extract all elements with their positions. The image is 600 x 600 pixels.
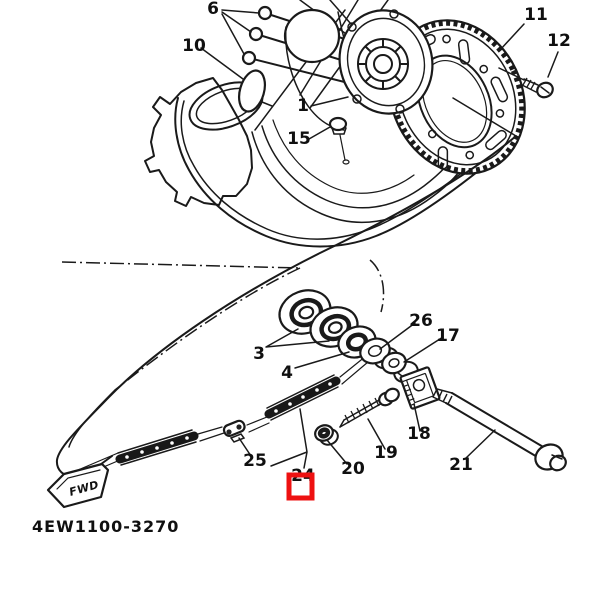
spoke-nipple (257, 5, 273, 21)
part-label-10: 10 (182, 36, 206, 56)
part-label-3: 3 (253, 344, 265, 364)
part-label-1: 1 (297, 96, 309, 116)
tire-cut-face (144, 77, 253, 207)
part-label-6: 6 (207, 0, 219, 19)
sprocket-screw-drawing (521, 77, 554, 99)
part-label-11: 11 (524, 5, 548, 25)
leader-lines (200, 9, 559, 469)
master-link-drawing (222, 419, 246, 443)
part-label-21: 21 (449, 455, 473, 475)
rim-lock-drawing (328, 116, 350, 165)
rim-band-cap-drawing (237, 69, 273, 113)
chain-puller-block-drawing (399, 366, 441, 410)
spoke-nipple (241, 50, 257, 66)
part-label-26: 26 (409, 311, 433, 331)
part-label-19: 19 (374, 443, 398, 463)
bracket-24 (270, 408, 308, 469)
spline-center (357, 38, 409, 90)
fwd-direction-marker: FWD (46, 462, 110, 509)
hub-flange-drawing (338, 9, 434, 115)
adjuster-nut-drawing (314, 424, 339, 446)
chain-links-segment (264, 374, 341, 421)
spoke-nipple (248, 26, 264, 42)
part-label-4: 4 (281, 363, 293, 383)
part-label-18: 18 (407, 424, 431, 444)
diagram-part-code: 4EW1100-3270 (32, 517, 179, 536)
part-label-17: 17 (436, 326, 460, 346)
part-label-20: 20 (341, 459, 365, 479)
chain-links-segment (115, 429, 199, 466)
part-label-15: 15 (287, 129, 311, 149)
collar-drawing (381, 351, 419, 384)
part-label-12: 12 (547, 31, 571, 51)
part-label-25: 25 (243, 451, 267, 471)
highlight-box (286, 472, 315, 501)
adjuster-bolt-drawing (339, 387, 400, 428)
axle-drawing (432, 388, 567, 472)
tire-drawing (144, 77, 517, 248)
